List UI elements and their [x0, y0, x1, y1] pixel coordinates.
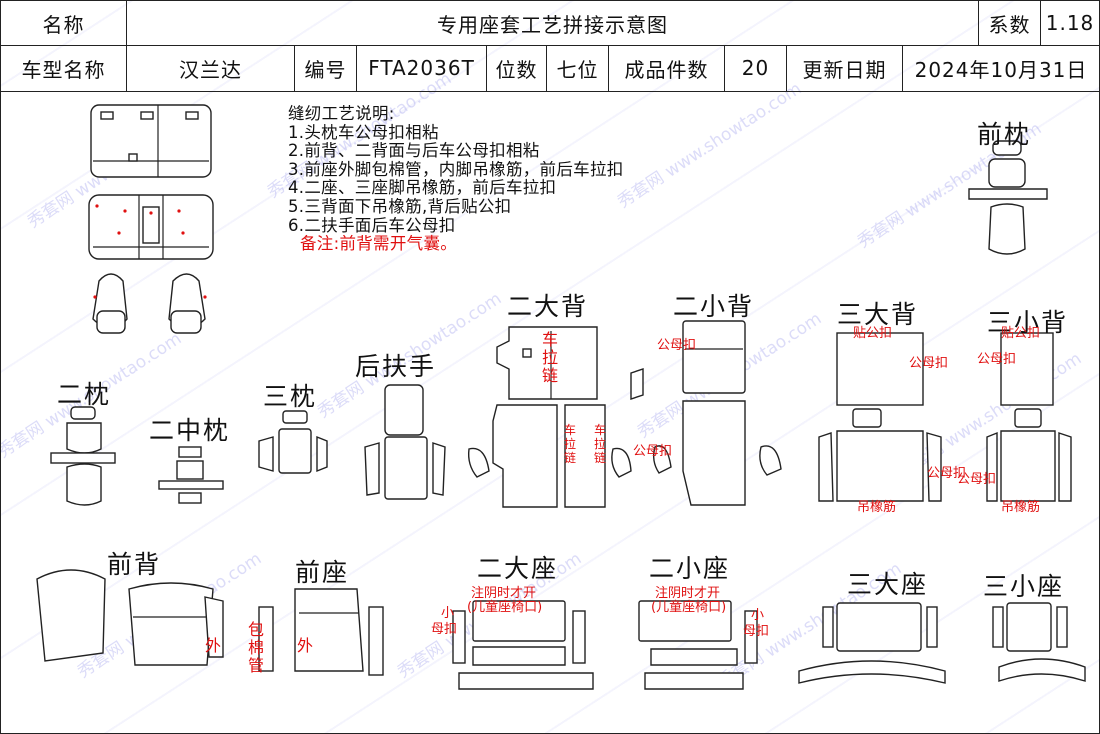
- note-item: 2.前背、二背面与后车公母扣相粘: [288, 141, 540, 161]
- annotation-male-buckle: 贴公扣: [1001, 326, 1041, 341]
- date-label: 更新日期: [787, 45, 903, 91]
- third-small-seat-pieces: [992, 602, 1086, 682]
- sheet-title: 专用座套工艺拼接示意图: [127, 1, 979, 45]
- label-second-small-back: 二小背: [673, 292, 755, 321]
- coef-value: 1.18: [1045, 11, 1095, 35]
- header-row-2: 车型名称 汉兰达 编号 FTA2036T 位数 七位 成品件数 20 更新日期 …: [1, 45, 1099, 92]
- label-third-headrest: 三枕: [263, 382, 318, 411]
- label-second-headrest: 二枕: [57, 380, 112, 409]
- code-label: 编号: [295, 45, 357, 91]
- overview-bench-seat: [88, 194, 214, 260]
- label-front-back: 前背: [107, 550, 162, 579]
- date-value: 2024年10月31日: [914, 57, 1088, 82]
- annotation-child-seat-opening: (儿童座椅口): [651, 600, 727, 615]
- annotation-male-female-buckle: 公母扣: [977, 352, 1017, 367]
- header-row-1: 名称 专用座套工艺拼接示意图 系数 1.18: [1, 1, 1099, 46]
- overview-bench-back: [90, 104, 212, 178]
- second-headrest-pieces: [50, 406, 116, 506]
- annotation-buckle: 母扣: [743, 624, 770, 639]
- coef-label: 系数: [979, 1, 1041, 45]
- label-front-seat: 前座: [295, 558, 350, 587]
- notes-title: 缝纫工艺说明:: [288, 104, 395, 123]
- annotation-pull-buckle: 车拉链: [593, 423, 606, 465]
- label-third-small-seat: 三小座: [983, 572, 1065, 601]
- note-item: 1.头枕车公母扣相粘: [288, 122, 439, 142]
- pieces-label: 成品件数: [609, 45, 725, 91]
- label-third-big-seat: 三大座: [847, 570, 929, 599]
- label-second-small-seat: 二小座: [649, 554, 731, 583]
- annotation-open-note: 注阴时才开: [471, 586, 537, 601]
- sewing-notes: 缝纫工艺说明: 1.头枕车公母扣相粘 2.前背、二背面与后车公母扣相粘 3.前座…: [288, 104, 624, 254]
- label-third-big-back: 三大背: [837, 300, 919, 329]
- note-item: 5.三背面下吊橡筋,背后贴公扣: [288, 196, 512, 216]
- note-item: 3.前座外脚包棉管，内脚吊橡筋，前后车拉扣: [288, 159, 624, 179]
- third-headrest-pieces: [258, 410, 328, 474]
- rear-armrest-pieces: [364, 384, 446, 500]
- second-small-back-pieces: [630, 320, 782, 506]
- label-second-big-seat: 二大座: [477, 554, 559, 583]
- label-front-headrest: 前枕: [977, 120, 1032, 149]
- annotation-cotton-tube: 包棉管: [247, 620, 264, 675]
- second-middle-headrest-pieces: [158, 446, 224, 504]
- annotation-open-note: 注阴时才开: [655, 586, 721, 601]
- annotation-small: 小: [751, 608, 765, 623]
- third-big-back-pieces: [818, 332, 942, 502]
- annotation-pull-buckle: 车拉链: [563, 423, 576, 465]
- front-headrest-pieces: [968, 140, 1048, 255]
- third-big-seat-pieces: [798, 602, 946, 684]
- annotation-child-seat-opening: (儿童座椅口): [467, 600, 543, 615]
- seats-value: 七位: [547, 45, 609, 91]
- annotation-small: 小: [441, 606, 455, 621]
- second-big-seat-pieces: [452, 600, 594, 690]
- third-small-back-pieces: [986, 332, 1072, 502]
- second-big-back-pieces: [467, 326, 632, 508]
- notes-remark: 备注:前背需开气囊。: [300, 234, 458, 254]
- note-item: 6.二扶手面后车公母扣: [288, 215, 456, 235]
- label-third-small-back: 三小背: [987, 308, 1069, 337]
- annotation-male-buckle: 贴公扣: [853, 326, 893, 341]
- seats-label: 位数: [487, 45, 547, 91]
- annotation-male-female-buckle: 公母扣: [927, 466, 967, 481]
- second-small-seat-pieces: [638, 600, 758, 690]
- annotation-zipper: 车拉链: [541, 330, 558, 385]
- annotation-buckle: 母扣: [431, 622, 458, 637]
- annotation-outer: 外: [297, 636, 314, 655]
- overview-front-seats: [92, 273, 207, 334]
- front-back-pieces: [36, 569, 224, 666]
- pieces-value: 20: [725, 45, 787, 91]
- annotation-male-female-buckle: 公母扣: [909, 356, 949, 371]
- annotation-male-female-buckle: 公母扣: [657, 338, 697, 353]
- annotation-male-female-buckle: 公母扣: [957, 472, 997, 487]
- model-label: 车型名称: [1, 45, 127, 91]
- annotation-outer: 外: [205, 636, 222, 655]
- front-seat-pieces: [258, 588, 384, 676]
- label-second-middle-headrest: 二中枕: [149, 416, 231, 445]
- label-rear-armrest: 后扶手: [355, 352, 437, 381]
- label-second-big-back: 二大背: [507, 292, 589, 321]
- annotation-male-female-buckle: 公母扣: [633, 444, 673, 459]
- model-value: 汉兰达: [127, 45, 295, 91]
- annotation-elastic: 吊橡筋: [1001, 500, 1041, 515]
- name-label: 名称: [1, 1, 127, 45]
- annotation-elastic: 吊橡筋: [857, 500, 897, 515]
- code-value: FTA2036T: [357, 45, 487, 91]
- note-item: 4.二座、三座脚吊橡筋，前后车拉扣: [288, 178, 557, 198]
